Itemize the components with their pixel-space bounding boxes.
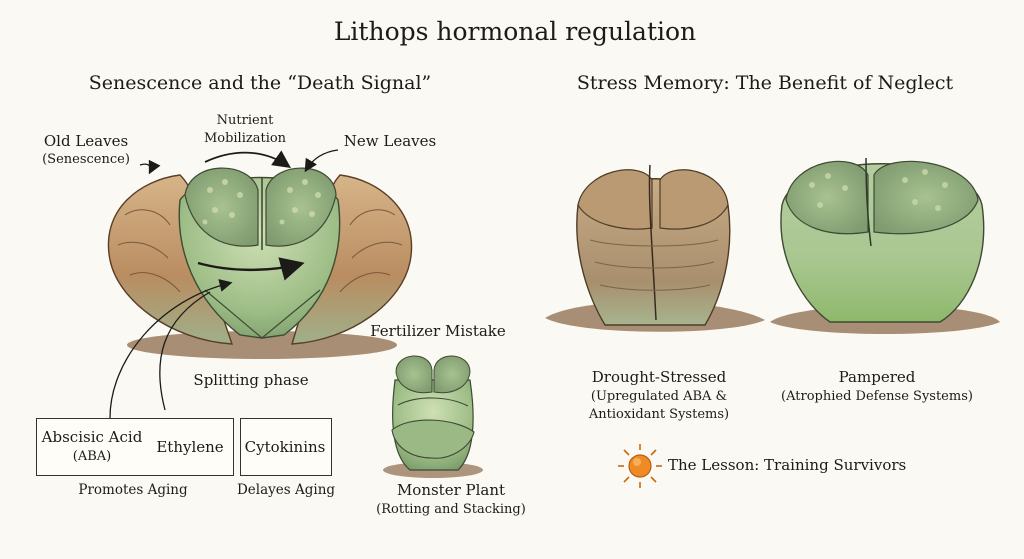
monster-plant-illustration — [383, 355, 483, 478]
drought-sub-line2: Antioxidant Systems) — [588, 407, 730, 422]
old-leaf-wrinkles-right — [339, 209, 403, 293]
drought-sub-line1: (Upregulated ABA & — [590, 389, 728, 404]
monster-plant-label: Monster Plant — [396, 481, 506, 499]
monster-top-right — [433, 355, 471, 394]
pampered-dots — [809, 169, 948, 211]
nutrient-line2: Mobilization — [203, 131, 287, 146]
sun-icon — [618, 444, 662, 488]
splitting-phase-label: Splitting phase — [193, 371, 309, 389]
drought-fissure — [648, 164, 657, 321]
splitting-plant-illustration — [107, 167, 413, 359]
nutrient-mobilization-arrow — [204, 150, 291, 169]
new-leaf-top-left — [184, 167, 259, 247]
page-title: Lithops hormonal regulation — [333, 17, 697, 46]
ethylene-label: Ethylene — [156, 438, 224, 456]
drought-top-left — [577, 169, 653, 230]
ethylene-to-plant-line — [159, 291, 211, 411]
drought-wrinkles — [589, 239, 719, 291]
cytokinins-box — [240, 418, 332, 476]
drought-stressed-label: Drought-Stressed — [591, 368, 727, 386]
pampered-fissure — [865, 157, 872, 247]
fertilizer-mistake-heading: Fertilizer Mistake — [370, 322, 506, 340]
split-v-line — [204, 289, 321, 339]
old-leaves-pointer-arrow — [139, 159, 161, 175]
drought-top-right — [659, 169, 729, 230]
pampered-label: Pampered — [838, 368, 916, 386]
inner-mobilization-arrow — [197, 257, 305, 281]
new-leaves-pointer-arrow — [304, 149, 339, 173]
monster-top-left — [395, 355, 433, 394]
aba-to-plant-arrow — [109, 279, 233, 419]
old-leaf-wrinkles-left — [117, 209, 181, 293]
aging-hormones-box — [36, 418, 234, 476]
pampered-top-right — [873, 160, 979, 235]
monster-stack-ring — [397, 397, 469, 407]
new-leaf-top-right — [265, 167, 337, 247]
left-section-heading: Senescence and the “Death Signal” — [88, 72, 432, 94]
promotes-aging-caption: Promotes Aging — [78, 482, 188, 498]
monster-plant-sub: (Rotting and Stacking) — [376, 502, 526, 517]
aba-label: Abscisic Acid — [41, 428, 143, 446]
pampered-plant-illustration — [770, 157, 1000, 334]
pampered-top-left — [785, 160, 869, 235]
aba-abbrev: (ABA) — [72, 449, 112, 464]
monster-stack-middle — [391, 419, 475, 459]
drought-plant-illustration — [545, 164, 765, 332]
lesson-text: The Lesson: Training Survivors — [668, 456, 907, 474]
old-leaves-sub: (Senescence) — [42, 152, 130, 167]
nutrient-line1: Nutrient — [216, 113, 274, 128]
right-section-heading: Stress Memory: The Benefit of Neglect — [576, 72, 954, 94]
cytokinins-label: Cytokinins — [244, 438, 326, 456]
window-dots — [202, 179, 321, 225]
delays-aging-caption: Delayes Aging — [236, 482, 336, 498]
old-leaves-label: Old Leaves — [43, 132, 129, 150]
pampered-sub: (Atrophied Defense Systems) — [781, 389, 973, 404]
new-leaves-label: New Leaves — [343, 132, 437, 150]
soil-mound — [127, 331, 397, 359]
